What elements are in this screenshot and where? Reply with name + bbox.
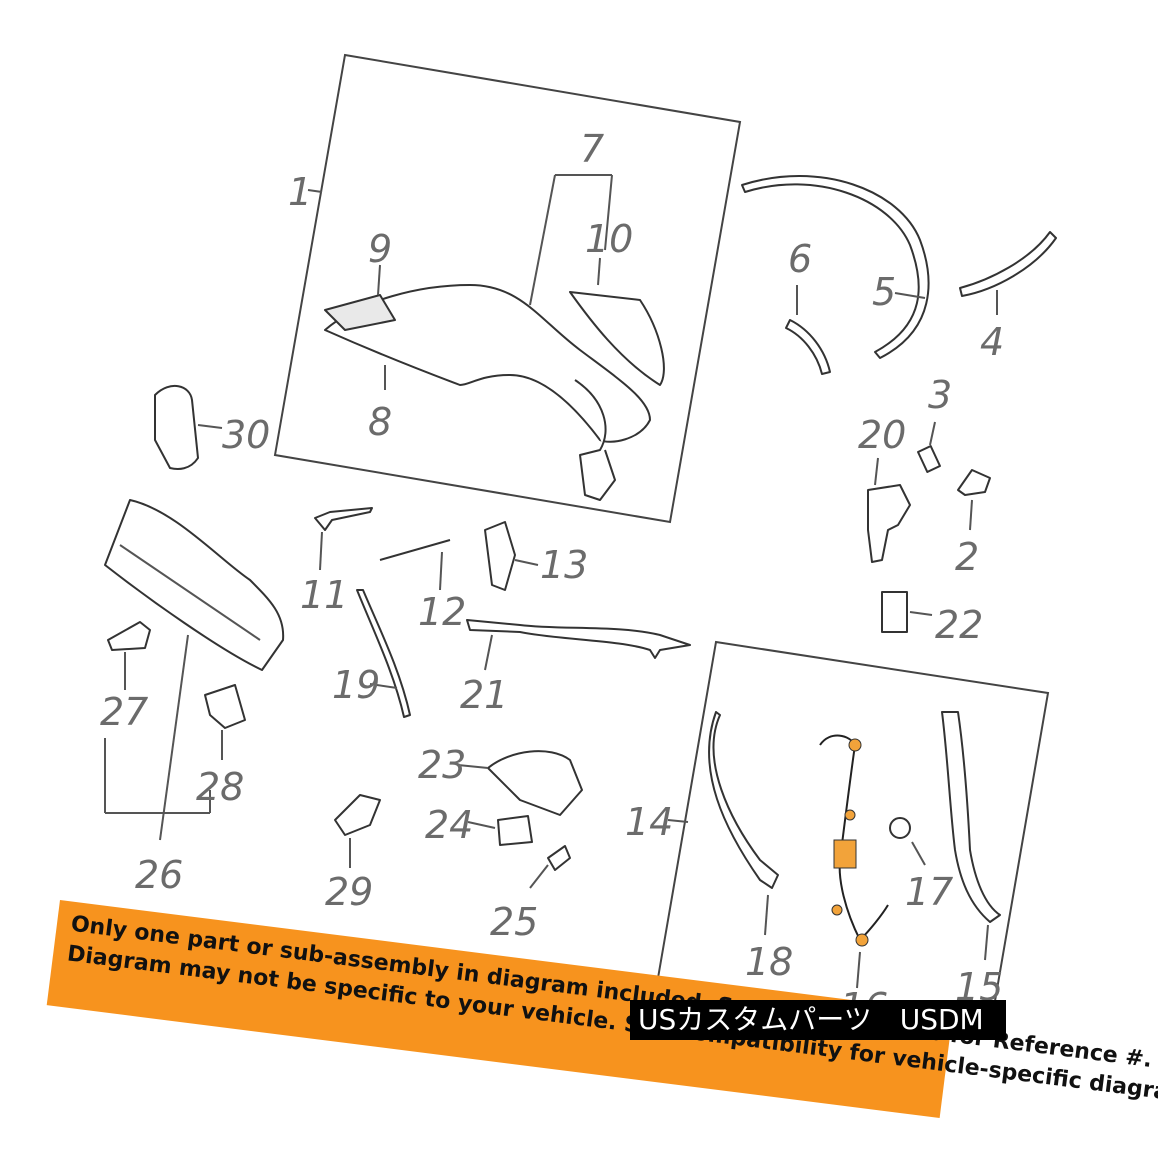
part-13-plate: [484, 521, 516, 591]
part-15-trim: [941, 711, 1001, 923]
part-25-fastener: [547, 845, 571, 871]
part-3-pin: [917, 445, 941, 473]
part-21-cable: [466, 619, 691, 659]
harness-connector-1: [848, 738, 862, 752]
callout-7: 7: [580, 127, 604, 171]
callout-13: 13: [540, 543, 588, 587]
callout-28: 28: [196, 765, 244, 809]
part-30-cover: [154, 385, 199, 470]
callout-14: 14: [625, 800, 673, 844]
callout-12: 12: [418, 590, 466, 634]
callout-20: 20: [858, 413, 906, 457]
callout-11: 11: [300, 573, 348, 617]
harness-connector-5: [831, 904, 843, 916]
weatherstrip-6: [785, 319, 831, 375]
callout-30: 30: [222, 413, 270, 457]
frame-bracket: [574, 379, 616, 501]
callout-26: 26: [135, 853, 183, 897]
part-18-cable: [708, 711, 779, 889]
callout-9: 9: [368, 227, 392, 271]
callout-29: 29: [325, 870, 373, 914]
part-29-bracket: [334, 794, 381, 836]
callout-27: 27: [100, 690, 148, 734]
callout-19: 19: [332, 663, 380, 707]
callout-22: 22: [935, 603, 983, 647]
callout-5: 5: [872, 270, 896, 314]
watermark-label: USカスタムパーツ USDM: [630, 1000, 1006, 1040]
part-2-bracket: [957, 469, 991, 496]
callout-21: 21: [460, 673, 508, 717]
callout-8: 8: [368, 400, 392, 444]
part-20-hinge: [867, 484, 911, 563]
part-22-clip: [881, 591, 908, 633]
part-26-deflector: [104, 499, 285, 671]
part-11-rod: [314, 507, 373, 531]
harness-connector-3: [844, 809, 856, 821]
weatherstrip-5: [741, 175, 930, 359]
weatherstrip-4: [959, 231, 1057, 297]
callout-25: 25: [490, 900, 538, 944]
part-16-harness: [819, 734, 889, 942]
callout-18: 18: [745, 940, 793, 984]
callout-4: 4: [980, 320, 1004, 364]
callout-1: 1: [288, 170, 312, 214]
callout-23: 23: [418, 743, 466, 787]
part-27-bracket: [107, 621, 151, 651]
part-23-duct: [487, 750, 583, 816]
callout-24: 24: [425, 803, 473, 847]
roof-panel: [324, 284, 651, 443]
callout-3: 3: [928, 373, 952, 417]
harness-connector-2: [833, 839, 857, 869]
harness-connector-4: [855, 933, 869, 947]
callout-2: 2: [955, 535, 979, 579]
assembly-box-1: [273, 53, 742, 524]
rear-window: [569, 291, 665, 386]
liner-patch: [324, 294, 396, 331]
part-24-clip: [497, 815, 533, 846]
part-17-grommet: [889, 817, 911, 839]
callout-10: 10: [585, 217, 633, 261]
callout-6: 6: [788, 237, 812, 281]
part-12-cable: [379, 539, 451, 561]
part-28-block: [204, 684, 246, 729]
callout-17: 17: [905, 870, 953, 914]
part-19-strip: [356, 589, 411, 718]
